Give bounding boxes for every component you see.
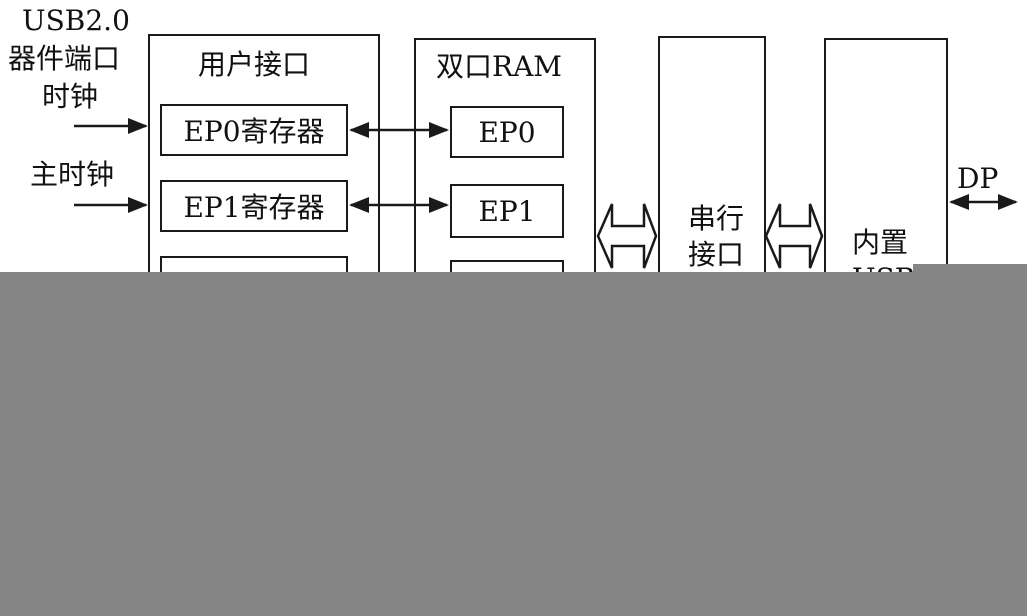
gray-overlay-main <box>0 272 1027 616</box>
serial-interface-title-line2: 接口 <box>688 238 745 271</box>
main-clock-label: 主时钟 <box>30 158 115 191</box>
builtin-usb-title-line1: 内置 <box>852 226 909 259</box>
ram-ep0-box: EP0 <box>450 106 564 158</box>
ram-ep1-box: EP1 <box>450 184 564 238</box>
usb-clock-label-line2: 器件端口 <box>8 42 121 75</box>
ep0-register-box: EP0寄存器 <box>160 104 348 156</box>
dual-port-ram-title: 双口RAM <box>436 50 562 83</box>
serial-interface-title-line1: 串行 <box>688 202 745 235</box>
gray-overlay-top-right <box>913 264 1027 276</box>
usb-clock-label-line3: 时钟 <box>42 80 99 113</box>
user-interface-title: 用户接口 <box>198 48 311 81</box>
usb-clock-label-line1: USB2.0 <box>22 4 130 37</box>
ep1-register-box: EP1寄存器 <box>160 180 348 232</box>
dp-label: DP <box>957 162 999 195</box>
ram-serial-bus-arrow <box>596 203 658 269</box>
serial-usb-bus-arrow <box>764 203 824 269</box>
